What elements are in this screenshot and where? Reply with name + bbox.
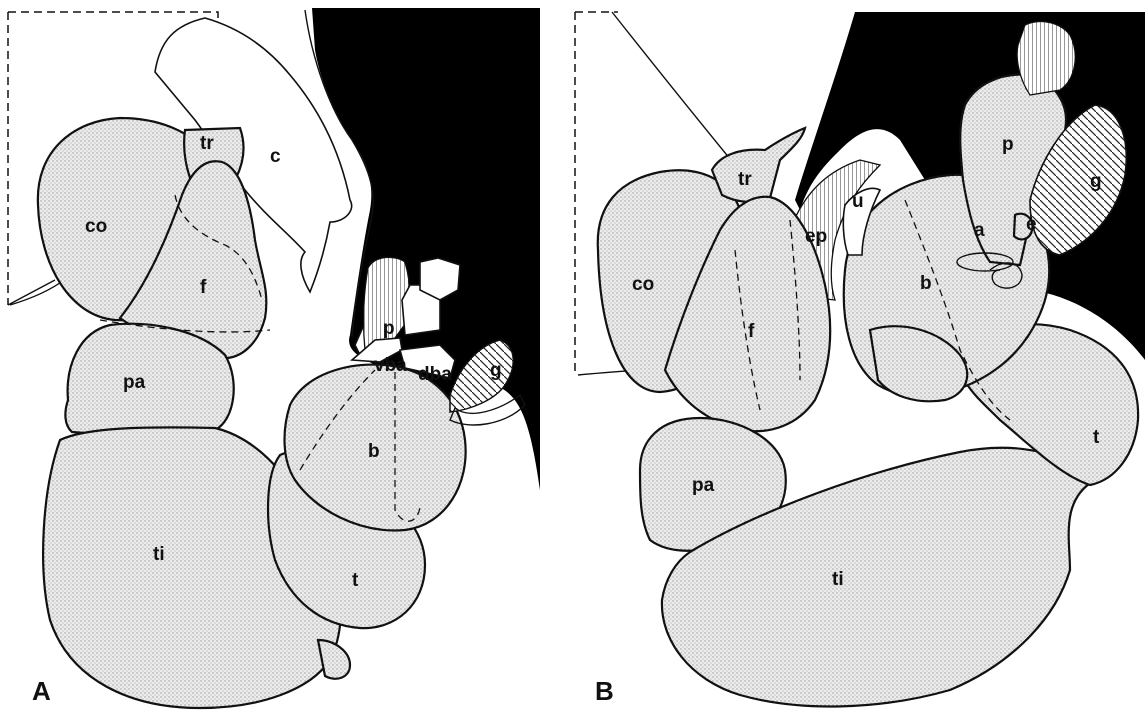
label-a-c: c — [270, 146, 281, 167]
label-a-b: b — [368, 441, 380, 462]
label-a-t: t — [352, 570, 359, 591]
label-b-u: u — [852, 191, 864, 212]
label-b-g: g — [1090, 171, 1102, 192]
panel-a-dashed-outline — [8, 12, 218, 22]
label-b-p: p — [1002, 134, 1014, 155]
label-b-t: t — [1093, 427, 1100, 448]
label-a-pa: pa — [123, 372, 146, 393]
label-a-co: co — [85, 216, 107, 237]
label-b-co: co — [632, 274, 654, 295]
label-a-p: p — [383, 318, 395, 339]
label-b-e: e — [1026, 214, 1037, 235]
panel-a-letter: A — [32, 676, 51, 706]
panel-b-p-cap — [1017, 22, 1075, 95]
panel-b-letter: B — [595, 676, 614, 706]
label-b-ep: ep — [805, 226, 827, 247]
label-b-ti: ti — [832, 569, 844, 590]
label-a-f: f — [200, 277, 207, 298]
panel-a: tr c co f pa ti p vba dba g b t A — [8, 8, 540, 708]
label-b-f: f — [748, 321, 755, 342]
label-b-tr: tr — [738, 169, 752, 190]
label-a-dba: dba — [418, 364, 452, 385]
label-a-vba: vba — [374, 355, 407, 376]
label-a-ti: ti — [153, 544, 165, 565]
label-a-g: g — [490, 360, 502, 381]
panel-b: tr co f pa ti ep u p g a e b t B — [575, 12, 1145, 706]
label-a-tr: tr — [200, 133, 214, 154]
label-b-b: b — [920, 273, 932, 294]
panel-b-trochanter — [712, 128, 805, 202]
label-b-a: a — [974, 220, 985, 241]
label-b-pa: pa — [692, 475, 715, 496]
panel-a-tibia-lobe — [318, 640, 350, 679]
